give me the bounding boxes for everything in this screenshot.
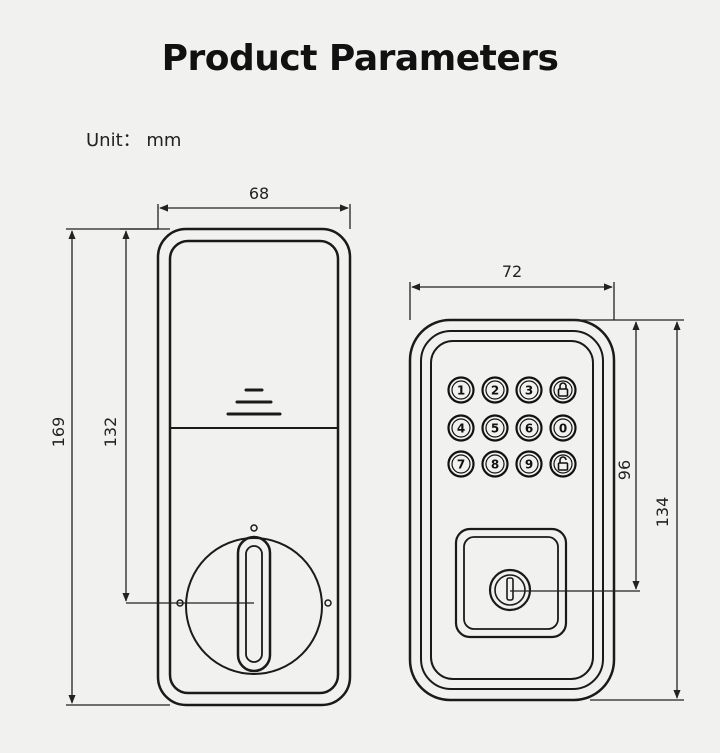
unlock-icon [557, 456, 569, 471]
keypad-key[interactable] [549, 450, 577, 478]
key-cylinder-housing-outer [454, 527, 568, 639]
exterior-face [430, 340, 594, 680]
thumb-turn-dial [185, 537, 323, 675]
interior-unit [156, 227, 352, 707]
exterior-dimensions [409, 282, 684, 701]
keypad-key-label: 2 [491, 384, 499, 398]
dial-dot-right [324, 599, 332, 607]
interior-width-label: 68 [249, 184, 269, 203]
keypad-key-label: 4 [457, 422, 465, 436]
keypad-key[interactable] [549, 376, 577, 404]
exterior-width-label: 72 [502, 262, 522, 281]
key-cylinder-housing-inner [463, 536, 559, 630]
vent-icon [226, 388, 282, 416]
keypad-key[interactable]: 5 [481, 414, 509, 442]
keypad-key-label: 1 [457, 384, 465, 398]
keypad-key[interactable]: 8 [481, 450, 509, 478]
keypad-key[interactable]: 7 [447, 450, 475, 478]
keypad-key[interactable]: 9 [515, 450, 543, 478]
keypad-key-label: 5 [491, 422, 499, 436]
exterior-height-total-label: 134 [653, 497, 672, 528]
keypad-key[interactable]: 0 [549, 414, 577, 442]
unit-label: Unit： mm [86, 130, 182, 151]
exterior-unit [408, 318, 616, 702]
keypad-key-label: 7 [457, 458, 465, 472]
keypad-key[interactable]: 3 [515, 376, 543, 404]
keypad-key-label: 0 [559, 422, 567, 436]
exterior-height-keypad-label: 96 [615, 460, 634, 480]
keyhole-icon [506, 577, 514, 601]
exterior-outer-frame [408, 318, 616, 702]
keypad-key[interactable]: 6 [515, 414, 543, 442]
keypad: 1 2 3 4 5 6 0 7 8 9 [447, 376, 577, 478]
lock-icon [557, 382, 569, 397]
interior-outer-frame [156, 227, 352, 707]
interior-inner-frame [168, 239, 340, 695]
keypad-key[interactable]: 1 [447, 376, 475, 404]
page-title: Product Parameters [161, 38, 559, 79]
keypad-key-label: 3 [525, 384, 533, 398]
thumb-turn-knob [236, 535, 272, 673]
interior-height-total-label: 169 [49, 417, 68, 448]
keypad-key-label: 6 [525, 422, 533, 436]
keypad-key[interactable]: 2 [481, 376, 509, 404]
keypad-key[interactable]: 4 [447, 414, 475, 442]
interior-height-inner-label: 132 [101, 417, 120, 448]
keypad-key-label: 8 [491, 458, 499, 472]
exterior-inner-frame [420, 330, 604, 690]
interior-dimensions [66, 204, 351, 706]
dial-dot-top [250, 524, 258, 532]
keypad-key-label: 9 [525, 458, 533, 472]
key-cylinder [488, 568, 532, 612]
